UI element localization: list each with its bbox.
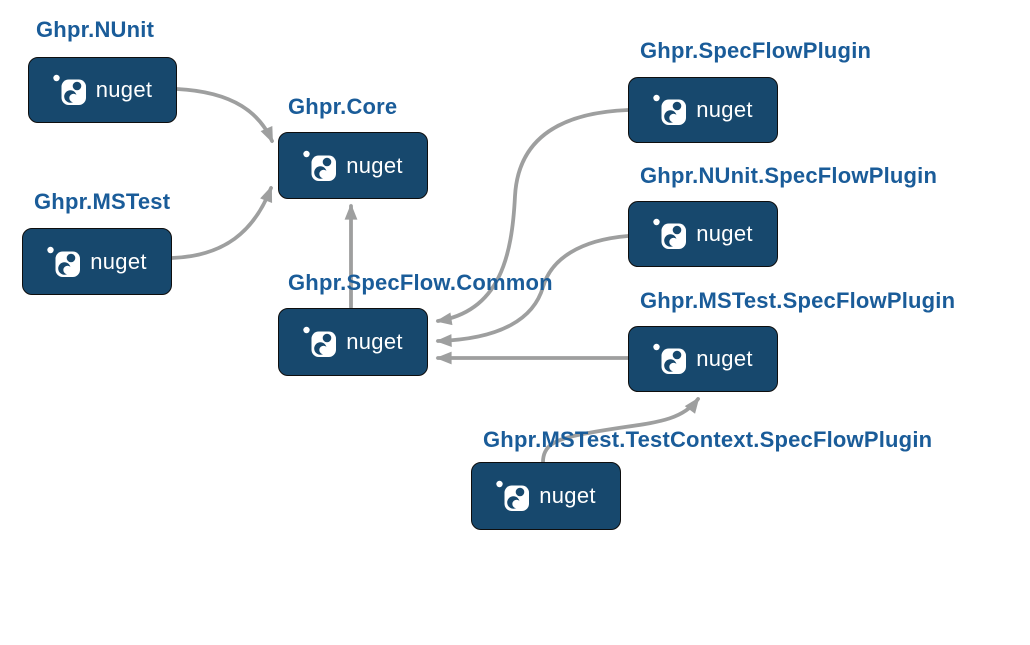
nuget-logo-icon [53,74,86,105]
package-title: Ghpr.Core [288,94,398,119]
package-title: Ghpr.MSTest.TestContext.SpecFlowPlugin [483,427,933,452]
nuget-logo-icon [653,94,687,125]
nuget-badge-specflow-common[interactable]: nuget [278,308,428,376]
package-title: Ghpr.NUnit [36,17,155,42]
nuget-badge-label: nuget [696,346,753,371]
nuget-badge-label: nuget [346,329,403,354]
package-title: Ghpr.SpecFlow.Common [288,270,553,295]
package-title: Ghpr.SpecFlowPlugin [640,38,872,63]
nuget-badge-mstest-specflowplugin[interactable]: nuget [628,326,778,392]
nuget-logo-icon [653,218,687,249]
nuget-logo-icon [496,480,530,511]
nuget-badge-nunit[interactable]: nuget [28,57,177,123]
nuget-badge-nunit-specflowplugin[interactable]: nuget [628,201,778,267]
dependency-arrow-mstest-to-core [170,185,273,260]
nuget-badge-label: nuget [346,152,403,178]
nuget-logo-icon [653,343,687,374]
package-title: Ghpr.NUnit.SpecFlowPlugin [640,163,938,188]
nuget-logo-icon [303,150,337,181]
dependency-arrow-nunit-to-core [175,87,274,144]
nuget-badge-mstest[interactable]: nuget [22,228,172,295]
nuget-badge-label: nuget [95,77,153,102]
nuget-badge-label: nuget [696,97,753,122]
nuget-badge-label: nuget [696,221,753,246]
nuget-logo-icon [47,246,81,277]
package-title: Ghpr.MSTest.SpecFlowPlugin [640,288,956,313]
nuget-badge-mstest-testcontext-specflowplugin[interactable]: nuget [471,462,621,530]
nuget-logo-icon [303,326,337,357]
package-title: Ghpr.MSTest [34,189,171,214]
nuget-badge-specflowplugin[interactable]: nuget [628,77,778,143]
nuget-badge-core[interactable]: nuget [278,132,428,199]
nuget-badge-label: nuget [539,483,596,508]
nuget-badge-label: nuget [90,248,147,274]
